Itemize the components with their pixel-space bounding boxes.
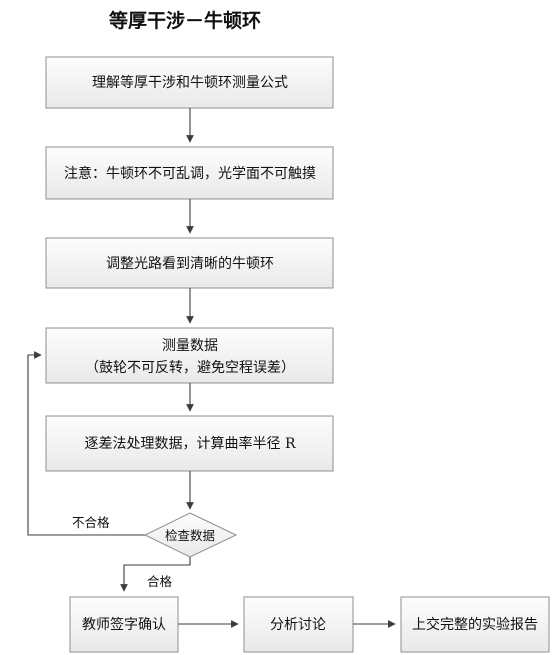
step-understand-formula: 理解等厚干涉和牛顿环测量公式 xyxy=(45,56,334,109)
step-label: 分析讨论 xyxy=(270,617,326,633)
step-box xyxy=(243,596,354,653)
pass-label: 合格 xyxy=(147,574,173,589)
step-label-line1: 测量数据 xyxy=(162,338,218,354)
pass-arrow xyxy=(120,557,191,592)
step-adjust-optics: 调整光路看到清晰的牛顿环 xyxy=(45,237,334,289)
step-box xyxy=(69,596,179,653)
decision-check-data: 检查数据 xyxy=(143,512,238,558)
fail-label: 不合格 xyxy=(72,515,110,530)
step-measure-data: 测量数据 （鼓轮不可反转，避免空程误差） xyxy=(45,327,334,384)
step-label: 上交完整的实验报告 xyxy=(412,616,538,633)
step-caution: 注意：牛顿环不可乱调，光学面不可触摸 xyxy=(45,146,334,200)
step-analysis-discussion: 分析讨论 xyxy=(243,596,354,653)
step-process-data: 逐差法处理数据，计算曲率半径 R xyxy=(45,415,334,472)
step-label-line2: （鼓轮不可反转，避免空程误差） xyxy=(85,360,295,376)
step-label: 注意：牛顿环不可乱调，光学面不可触摸 xyxy=(64,165,316,182)
step-submit-report: 上交完整的实验报告 xyxy=(400,596,550,653)
step-label: 教师签字确认 xyxy=(82,616,166,633)
page-title: 等厚干涉－牛顿环 xyxy=(108,10,261,32)
step-box xyxy=(400,596,550,653)
step-box xyxy=(45,415,334,472)
fail-loop-arrow xyxy=(27,351,145,536)
step-box xyxy=(45,237,334,289)
step-box xyxy=(45,56,334,109)
step-label: 理解等厚干涉和牛顿环测量公式 xyxy=(92,74,288,91)
step-label: 调整光路看到清晰的牛顿环 xyxy=(106,256,274,272)
step-teacher-signature: 教师签字确认 xyxy=(69,596,179,653)
decision-label: 检查数据 xyxy=(165,528,215,543)
step-label: 逐差法处理数据，计算曲率半径 R xyxy=(85,435,296,452)
